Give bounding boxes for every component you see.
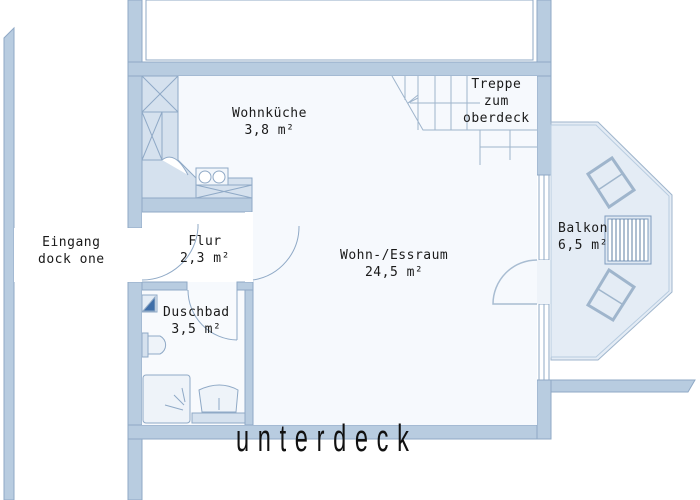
balcony-windows xyxy=(538,174,550,381)
stairs-label-line: Treppe xyxy=(471,77,522,92)
entrance-door-swing xyxy=(141,227,199,281)
balcony-table xyxy=(604,215,652,265)
room-area: 3,5 m² xyxy=(171,322,222,337)
floor-title: unterdeck xyxy=(236,418,418,460)
flur-door-swing xyxy=(252,225,300,281)
bad-door-swing xyxy=(187,289,238,341)
upper-room-floor xyxy=(145,0,534,61)
room-label-duschbad: Duschbad 3,5 m² xyxy=(163,304,230,338)
room-label-balkon: Balkon 6,5 m² xyxy=(558,220,608,254)
room-name: Wohn-/Essraum xyxy=(340,248,449,263)
kitchen-counter xyxy=(141,75,253,199)
stairs-label-line: oberdeck xyxy=(463,111,530,126)
entrance-label-line: Eingang xyxy=(42,235,101,250)
stairs xyxy=(391,75,537,165)
room-area: 24,5 m² xyxy=(364,265,424,280)
room-label-wohn-essraum: Wohn-/Essraum 24,5 m² xyxy=(340,247,448,281)
balcony-door-opening xyxy=(537,260,551,304)
stairs-label-line: zum xyxy=(483,94,509,109)
bathroom-fixtures xyxy=(141,294,246,424)
room-name: Duschbad xyxy=(163,305,230,320)
outer-wall-left xyxy=(3,26,15,500)
room-label-wohnkueche: Wohnküche 3,8 m² xyxy=(232,105,307,139)
room-name: Balkon xyxy=(558,221,608,236)
stairs-label: Treppe zum oberdeck xyxy=(463,76,530,127)
room-name: Flur xyxy=(188,234,222,249)
balcony-chairs xyxy=(585,155,637,323)
room-area: 2,3 m² xyxy=(180,251,230,266)
entrance-label: Eingang dock one xyxy=(38,234,105,268)
room-area: 6,5 m² xyxy=(558,238,608,253)
entrance-label-line: dock one xyxy=(38,252,105,267)
balcony-door-swing xyxy=(492,259,538,305)
room-label-flur: Flur 2,3 m² xyxy=(180,233,230,267)
room-name: Wohnküche xyxy=(232,106,307,121)
room-area: 3,8 m² xyxy=(244,123,295,138)
entrance-opening xyxy=(14,228,142,282)
